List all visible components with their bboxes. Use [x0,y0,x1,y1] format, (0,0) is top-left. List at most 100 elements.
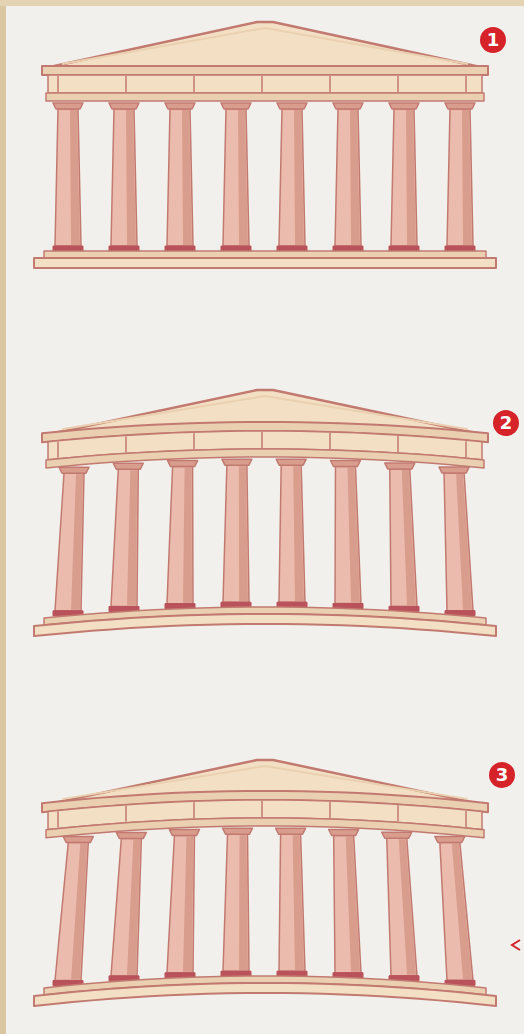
edge-strip [0,0,6,1034]
stylobate [34,258,496,268]
column-shade [239,466,248,601]
column-capital [222,459,252,465]
frieze-divider [397,805,399,821]
column-shaft [223,834,249,971]
column-shaft [440,842,473,980]
frieze-divider [465,76,467,92]
column-shaft [55,843,88,981]
column-shade [71,844,87,980]
column-shade [183,837,193,972]
frieze-divider [57,76,59,92]
frieze-divider [465,811,467,827]
column-shade [346,837,360,972]
column-capital [439,467,469,473]
column-shaft [391,109,417,246]
column-shaft [279,465,305,602]
architrave [46,818,484,838]
column-shaft [223,465,249,602]
frieze-divider [465,441,467,457]
stylobate-step [44,251,486,258]
architrave [46,449,484,468]
frieze [48,75,482,93]
column-capital [169,830,199,836]
temple [34,760,496,1006]
frieze-divider [193,433,195,449]
column-shade [452,843,472,979]
column-shade [402,470,416,605]
column-shaft [444,473,473,611]
column-capital [59,467,89,473]
pediment [45,22,485,68]
callout-number: 2 [493,410,519,436]
column-capital [223,828,253,834]
column-capital [277,103,307,109]
column-shade [239,835,248,970]
column-shaft [111,838,141,975]
column-capital [276,459,306,465]
column-capital [435,836,465,842]
column-capital [221,103,251,109]
column-shade [127,470,137,605]
column-capital [113,463,143,469]
column-shade [126,110,136,245]
column-shaft [167,109,193,246]
column-capital [276,828,306,834]
frieze-divider [57,442,59,458]
column-shade [406,110,416,245]
column-shaft [279,109,305,246]
column-shaft [335,109,361,246]
pediment-inner [62,28,468,64]
column-capital [330,460,360,466]
column-shaft [167,467,193,604]
stylobate [34,983,496,1006]
column-shaft [279,834,305,971]
column-shaft [55,473,84,611]
column-capital [333,103,363,109]
temple [34,22,496,268]
edge-strip [0,0,524,6]
column-shaft [55,109,81,246]
pointer-arrow [512,940,520,950]
column-capital [116,832,146,838]
frieze-divider [193,802,195,818]
frieze-divider [329,76,331,92]
column-shade [71,474,83,610]
column-shade [127,839,140,974]
column-shaft [167,836,194,973]
callout-number: 3 [489,762,515,788]
column-capital [63,837,93,843]
column-capital [168,461,198,467]
column-capital [389,103,419,109]
frieze-divider [261,76,263,92]
frieze-divider [57,812,59,828]
frieze-divider [261,432,263,448]
frieze-divider [329,433,331,449]
column-capital [53,103,83,109]
column-shade [238,110,248,245]
column-capital [382,832,412,838]
column-shade [399,839,416,974]
column-shade [293,466,304,601]
stylobate [34,614,496,636]
column-shade [456,474,472,610]
column-capital [385,463,415,469]
column-capital [109,103,139,109]
column-capital [165,103,195,109]
column-shaft [387,838,417,975]
column-capital [329,830,359,836]
frieze-divider [125,76,127,92]
column-shade [70,110,80,245]
temple [34,390,496,636]
callout-number: 1 [480,27,506,53]
column-shaft [390,469,417,606]
column-shade [182,110,192,245]
column-shaft [111,109,137,246]
cornice [42,66,488,75]
frieze-divider [125,436,127,452]
column-capital [445,103,475,109]
frieze-divider [261,801,263,817]
architrave [46,93,484,101]
column-shaft [223,109,249,246]
column-shade [350,110,360,245]
